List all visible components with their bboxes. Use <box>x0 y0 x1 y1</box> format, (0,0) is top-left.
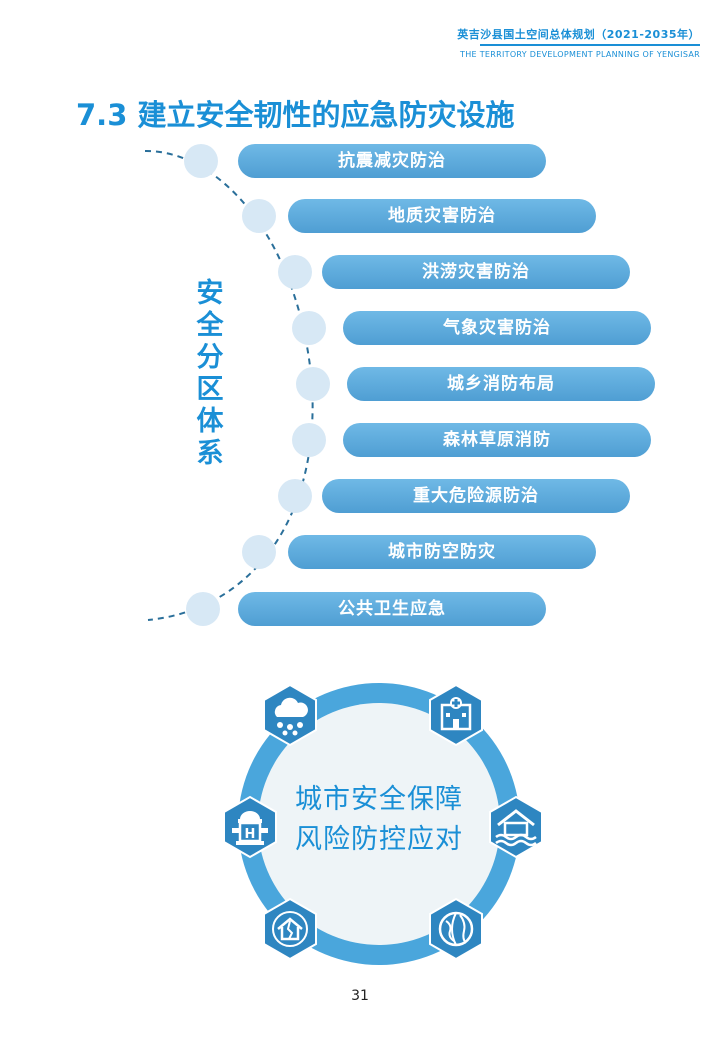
list-item: 城乡消防布局 <box>347 367 655 401</box>
list-dot <box>242 535 276 569</box>
vertical-label-char: 体 <box>196 406 224 437</box>
list-dot <box>292 423 326 457</box>
vertical-label-char: 全 <box>196 310 224 341</box>
list-item: 森林草原消防 <box>343 423 651 457</box>
vertical-label-char: 安 <box>196 278 224 309</box>
section-title: 7.3 建立安全韧性的应急防灾设施 <box>76 98 515 132</box>
vertical-label: 安 全 分 区 体 系 <box>190 278 230 470</box>
list-dot <box>278 479 312 513</box>
center-line: 城市安全保障 <box>295 784 463 815</box>
hospital-icon <box>424 683 488 747</box>
earth-globe-icon <box>424 897 488 961</box>
header-rule <box>480 44 700 46</box>
vertical-label-char: 系 <box>196 438 224 469</box>
page-number: 31 <box>351 988 369 1004</box>
list-item: 抗震减灾防治 <box>238 144 546 178</box>
vertical-label-char: 分 <box>196 342 224 373</box>
list-dot <box>292 311 326 345</box>
vertical-label-char: 区 <box>196 374 224 405</box>
header-title-en: THE TERRITORY DEVELOPMENT PLANNING OF YE… <box>460 50 700 59</box>
list-item: 气象灾害防治 <box>343 311 651 345</box>
list-dot <box>242 199 276 233</box>
list-dot <box>296 367 330 401</box>
center-text: 城市安全保障 风险防控应对 <box>258 780 500 860</box>
center-line: 风险防控应对 <box>295 824 463 855</box>
list-dot <box>184 144 218 178</box>
list-dot <box>278 255 312 289</box>
list-item: 公共卫生应急 <box>238 592 546 626</box>
earthquake-house-icon <box>258 897 322 961</box>
list-item: 城市防空防灾 <box>288 535 596 569</box>
list-dot <box>186 592 220 626</box>
flood-house-icon <box>484 795 548 859</box>
header-title-cn: 英吉沙县国土空间总体规划（2021-2035年） <box>457 28 700 41</box>
list-item: 地质灾害防治 <box>288 199 596 233</box>
snow-cloud-icon <box>258 683 322 747</box>
list-item: 洪涝灾害防治 <box>322 255 630 289</box>
hydrant-icon: H <box>218 795 282 859</box>
svg-text:H: H <box>245 827 256 842</box>
list-item: 重大危险源防治 <box>322 479 630 513</box>
